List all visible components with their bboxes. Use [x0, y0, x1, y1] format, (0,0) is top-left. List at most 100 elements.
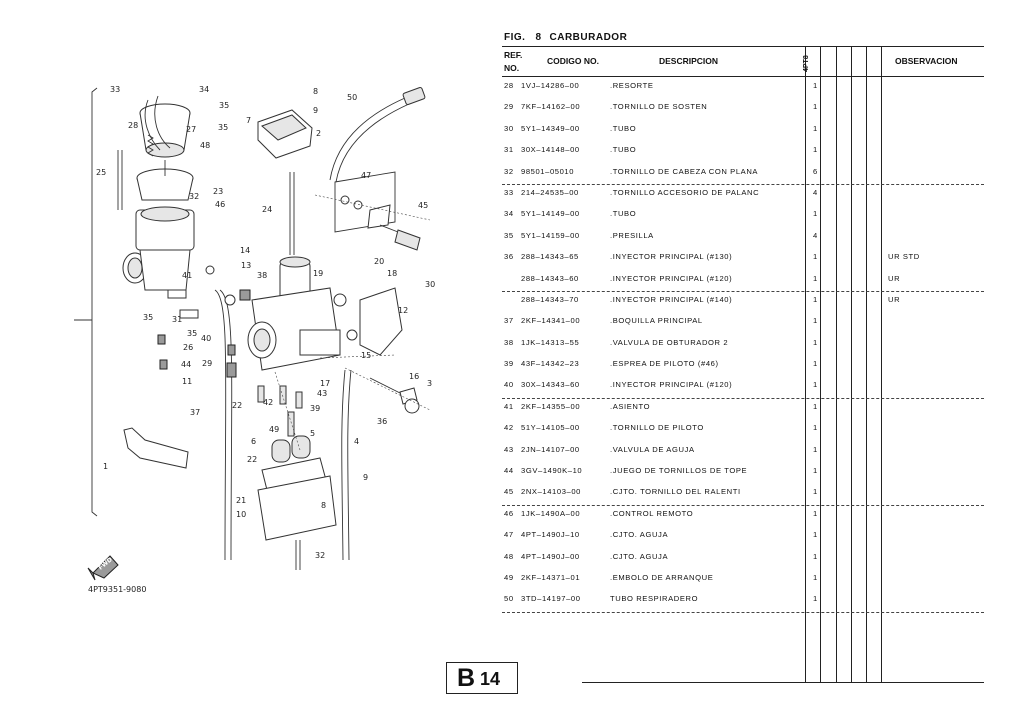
callout-label: 35 — [218, 123, 228, 132]
code-cell: 288–14343–70 — [521, 294, 579, 304]
choke-plunger — [319, 287, 403, 359]
qty-cell: 1 — [813, 380, 818, 390]
description-cell: .TORNILLO DE PILOTO — [610, 423, 704, 433]
qty-cell: 1 — [813, 551, 818, 561]
callout-label: 8 — [321, 501, 326, 510]
qty-cell: 1 — [813, 81, 818, 90]
qty-cell: 1 — [813, 594, 818, 604]
throttle-linkage — [314, 171, 431, 233]
callout-label: 32 — [189, 192, 199, 201]
description-cell: .ESPREA DE PILOTO (#46) — [610, 359, 719, 369]
callout-label: 46 — [215, 200, 225, 209]
callout-label: 5 — [310, 429, 315, 438]
callout-label: 10 — [236, 510, 246, 519]
callout-label: 24 — [262, 205, 272, 214]
description-cell: .INYECTOR PRINCIPAL (#120) — [610, 380, 733, 390]
description-cell: .TORNILLO DE CABEZA CON PLANA — [610, 166, 759, 176]
fuel-hose-left — [214, 289, 227, 561]
assembly-bracket — [91, 87, 98, 517]
callout-label: 32 — [315, 551, 325, 560]
code-cell: 1JK–1490A–00 — [521, 508, 581, 518]
callout-label: 9 — [363, 473, 368, 482]
header-code: CODIGO NO. — [547, 56, 599, 66]
qty-cell: 1 — [813, 123, 818, 133]
qty-cell: 6 — [813, 166, 818, 176]
code-cell: 4PT–1490J–10 — [521, 530, 580, 540]
ref-cell: 48 — [504, 551, 514, 561]
callout-label: 36 — [377, 417, 387, 426]
qty-cell: 1 — [813, 316, 818, 326]
ref-cell: 30 — [504, 123, 514, 133]
qty-cell: 1 — [813, 401, 818, 411]
qty-cell: 1 — [813, 209, 818, 219]
ref-cell: 32 — [504, 166, 514, 176]
column-divider — [836, 46, 837, 683]
ref-cell: 44 — [504, 466, 514, 476]
header-ref: REF. — [504, 50, 523, 60]
callout-label: 33 — [110, 85, 120, 94]
code-cell: 288–14343–60 — [521, 273, 579, 283]
ref-cell: 46 — [504, 508, 514, 518]
description-cell: .TUBO — [610, 145, 637, 155]
description-cell: .EMBOLO DE ARRANQUE — [610, 572, 714, 582]
description-cell: .CJTO. AGUJA — [610, 530, 669, 540]
callout-label: 45 — [418, 201, 428, 210]
code-cell: 1VJ–14286–00 — [521, 81, 580, 90]
description-cell: TUBO RESPIRADERO — [610, 594, 699, 604]
ref-cell: 43 — [504, 444, 514, 454]
callout-label: 38 — [257, 271, 267, 280]
code-cell: 5Y1–14349–00 — [521, 123, 580, 133]
callout-label: 21 — [236, 496, 246, 505]
qty-cell: 4 — [813, 230, 818, 240]
description-cell: .PRESILLA — [610, 230, 654, 240]
code-cell: 2KF–14355–00 — [521, 401, 581, 411]
ref-cell: 40 — [504, 380, 514, 390]
figure-title: CARBURADOR — [549, 32, 628, 43]
qty-cell: 1 — [813, 273, 818, 283]
callout-label: 43 — [317, 389, 327, 398]
callout-label: 40 — [201, 334, 211, 343]
code-cell: 2JN–14107–00 — [521, 444, 580, 454]
pilot-screw — [344, 367, 431, 414]
callout-label: 22 — [232, 401, 242, 410]
callout-label: 7 — [246, 116, 251, 125]
callout-label: 49 — [269, 425, 279, 434]
header-observation: OBSERVACION — [895, 56, 958, 66]
header-model-qty: 4PT8 — [803, 55, 810, 72]
qty-cell: 1 — [813, 102, 818, 112]
qty-cell: 1 — [813, 294, 818, 304]
description-cell: .VALVULA DE AGUJA — [610, 444, 695, 454]
column-divider — [820, 46, 821, 683]
ref-cell: 37 — [504, 316, 514, 326]
column-divider — [866, 46, 867, 683]
description-cell: .ASIENTO — [610, 401, 651, 411]
callout-label: 19 — [313, 269, 323, 278]
qty-cell: 1 — [813, 359, 818, 369]
qty-cell: 4 — [813, 187, 818, 197]
description-cell: .JUEGO DE TORNILLOS DE TOPE — [610, 466, 748, 476]
ref-cell: 29 — [504, 102, 514, 112]
code-cell: 5Y1–14149–00 — [521, 209, 580, 219]
page-section-letter: B — [457, 664, 476, 692]
code-cell: 3TD–14197–00 — [521, 594, 581, 604]
code-cell: 7KF–14162–00 — [521, 102, 581, 112]
top-cover — [257, 109, 313, 159]
observation-cell: UR — [888, 294, 901, 304]
qty-cell: 1 — [813, 487, 818, 497]
qty-cell: 1 — [813, 530, 818, 540]
callout-label: 16 — [409, 372, 419, 381]
ref-cell: 49 — [504, 572, 514, 582]
